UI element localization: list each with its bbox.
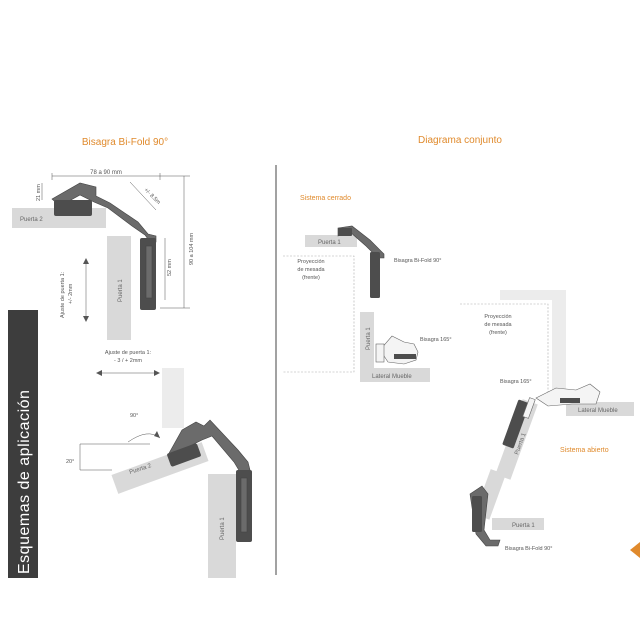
proyeccion-closed-3: (frente): [302, 275, 320, 281]
bifold-hinge-bottom: [167, 419, 252, 542]
proyeccion-open-1: Proyección: [484, 314, 511, 320]
svg-text:52 mm: 52 mm: [167, 259, 173, 276]
proyeccion-closed-1: Proyección: [297, 259, 324, 265]
puerta1-panel-bottom: [208, 474, 236, 578]
bifold-hinge-open-mid: [502, 397, 536, 449]
proyeccion-dashed-open: [460, 303, 549, 394]
adjust-vertical: Ajuste de puerta 1: +/- 2mm: [60, 258, 89, 322]
bifold-hinge-open-bottom: [469, 485, 501, 547]
svg-text:78 a 90 mm: 78 a 90 mm: [90, 170, 122, 176]
puerta1-label-closed: Puerta 1: [318, 240, 341, 246]
bifold-hinge-closed: [337, 225, 385, 298]
proyeccion-panel-open-side: [552, 300, 566, 390]
svg-text:+/- 2mm: +/- 2mm: [68, 283, 74, 304]
puerta1-label-top: Puerta 1: [118, 279, 124, 302]
proyeccion-open-3: (frente): [489, 330, 507, 336]
bisagra165-label-closed: Bisagra 165°: [420, 337, 452, 343]
svg-text:- 3 / + 2mm: - 3 / + 2mm: [114, 358, 142, 364]
svg-text:90 a 104 mm: 90 a 104 mm: [189, 232, 195, 265]
sistema-abierto-label: Sistema abierto: [560, 447, 609, 454]
puerta1-label-open-bottom: Puerta 1: [512, 523, 535, 529]
orange-edge-marker: [630, 542, 640, 558]
sidebar-band: [8, 310, 38, 578]
puerta1-label-closed-vertical: Puerta 1: [366, 327, 372, 350]
left-title: Bisagra Bi-Fold 90°: [82, 137, 168, 148]
svg-text:Ajuste de puerta 1:: Ajuste de puerta 1:: [60, 271, 66, 318]
lateral-mueble-panel-open: [566, 402, 634, 416]
lateral-mueble-label-open: Lateral Mueble: [578, 408, 618, 414]
proyeccion-panel-open: [500, 290, 566, 300]
puerta1-panel-top: [107, 236, 131, 340]
svg-text:+/- 8.5m: +/- 8.5m: [143, 187, 162, 206]
right-title: Diagrama conjunto: [418, 135, 502, 146]
puerta1-panel-closed: [305, 235, 357, 247]
lateral-mueble-panel-closed: [366, 368, 430, 382]
proyeccion-closed-2: de mesada: [297, 267, 325, 273]
reference-panel-light: [162, 368, 184, 428]
puerta2-label-top: Puerta 2: [20, 217, 43, 223]
bisagra-bifold-label-closed: Bisagra Bi-Fold 90°: [394, 258, 441, 264]
svg-text:Ajuste de puerta 1:: Ajuste de puerta 1:: [105, 350, 152, 356]
door-panel-closed-vertical: [360, 312, 374, 382]
proyeccion-open-2: de mesada: [484, 322, 512, 328]
bisagra165-open: [535, 383, 601, 407]
svg-text:21 mm: 21 mm: [36, 184, 42, 201]
bisagra165-label-open: Bisagra 165°: [500, 379, 532, 385]
proyeccion-dashed-closed: [283, 255, 355, 373]
bisagra165-closed: [375, 335, 419, 365]
puerta1-panel-open-bottom: [492, 518, 544, 530]
svg-text:20°: 20°: [66, 459, 74, 465]
sidebar-label: Esquemas de aplicación: [16, 390, 33, 574]
sistema-cerrado-label: Sistema cerrado: [300, 195, 351, 202]
puerta1-label-bottom: Puerta 1: [220, 517, 226, 540]
bisagra-bifold-label-open: Bisagra Bi-Fold 90°: [505, 546, 552, 552]
lateral-mueble-label-closed: Lateral Mueble: [372, 374, 412, 380]
adjust-horizontal: Ajuste de puerta 1: - 3 / + 2mm: [96, 350, 160, 376]
bifold-hinge-top: [51, 182, 157, 310]
angle-markers: 90° 20°: [66, 413, 161, 471]
svg-text:90°: 90°: [130, 413, 138, 419]
